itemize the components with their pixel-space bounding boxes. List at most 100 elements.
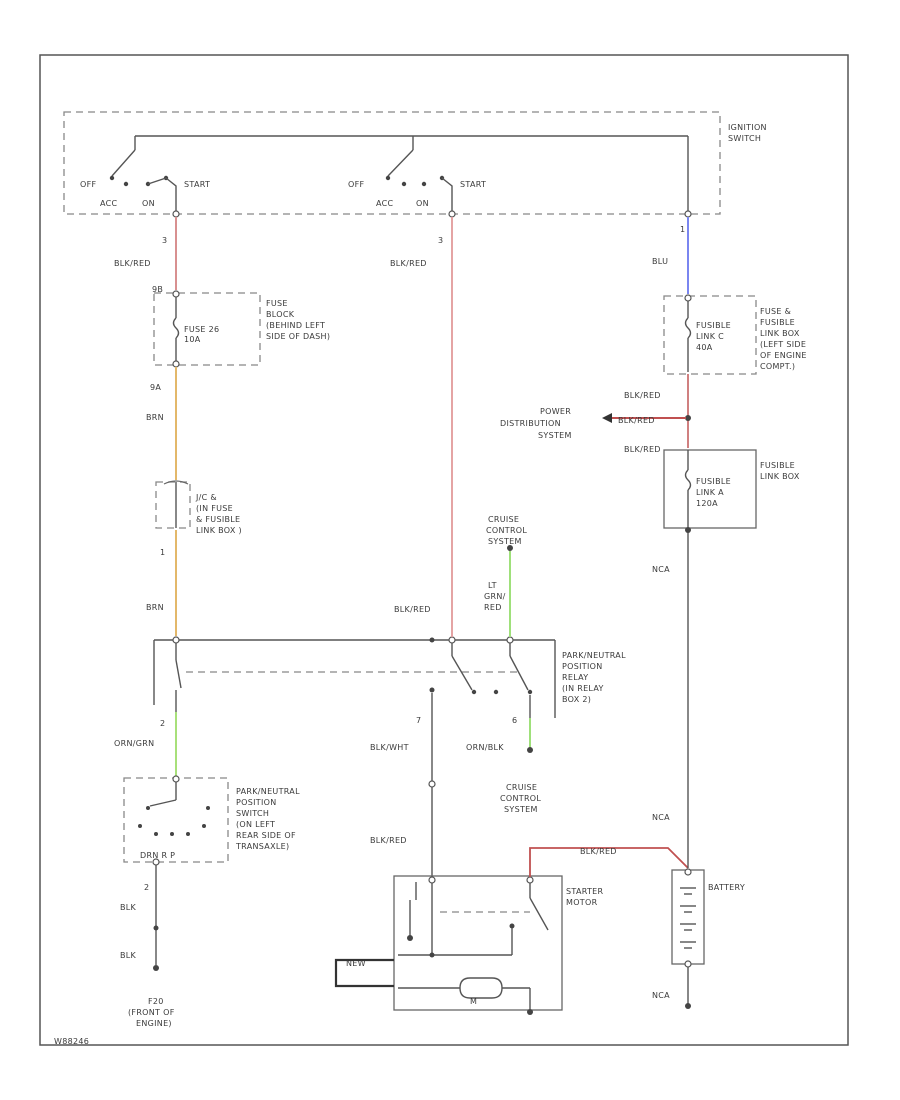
pin-right-top: 1 (680, 225, 685, 234)
ignition-title: IGNITION (728, 123, 767, 132)
wire-battery-blkred: BLK/RED (580, 847, 617, 856)
pin-left-top: 3 (162, 236, 167, 245)
center-branch: 3 BLK/RED BLK/RED BLK/WHT BLK/RED CRUISE… (370, 217, 541, 878)
flb1-l6: COMPT.) (760, 362, 795, 371)
ignition-subtitle: SWITCH (728, 134, 761, 143)
pns-pin: 2 (144, 883, 149, 892)
pns-l3: SWITCH (236, 809, 269, 818)
pns-positions: DRN R P (140, 851, 175, 860)
right-branch: 1 BLU FUSIBLE LINK C 40A FUSE & FUSIBLE … (500, 217, 807, 868)
wire-right-blkred-1: BLK/RED (624, 391, 661, 400)
wire-nca-1: NCA (652, 565, 670, 574)
cruise-bot-l3: SYSTEM (504, 805, 538, 814)
power-dist-l2: DISTRIBUTION (500, 419, 561, 428)
fl-a-l2: LINK A (696, 488, 724, 497)
power-dist-arrow (602, 413, 612, 423)
wire-center-blkred: BLK/RED (390, 259, 427, 268)
fuse-block-l2: BLOCK (266, 310, 295, 319)
relay-l2: POSITION (562, 662, 603, 671)
relay-pin-c: 6 (512, 716, 517, 725)
wire-blk-2: BLK (120, 951, 137, 960)
ign-on-label: ON (142, 199, 155, 208)
pns-l6: TRANSAXLE) (235, 842, 289, 851)
wire-nca-3: NCA (652, 991, 670, 1000)
pns-l5: REAR SIDE OF (236, 831, 296, 840)
ign2-on-label: ON (416, 199, 429, 208)
jc-pin: 1 (160, 548, 165, 557)
flb1-l1: FUSE & (760, 307, 791, 316)
motor-symbol-label: M (470, 997, 477, 1006)
park-neutral-relay: PARK/NEUTRAL POSITION RELAY (IN RELAY BO… (153, 636, 626, 728)
flb2-l1: FUSIBLE (760, 461, 795, 470)
pns-l4: (ON LEFT (236, 820, 275, 829)
wire-ltgrn-1: LT (488, 581, 497, 590)
ground-l3: ENGINE) (136, 1019, 172, 1028)
starter-l1: STARTER (566, 887, 604, 896)
fuse-block-pin-top: 9B (152, 285, 163, 294)
cruise-bot-l1: CRUISE (506, 783, 537, 792)
fuse-block-pin-bot: 9A (150, 383, 161, 392)
diagram-code: W88246 (54, 1037, 89, 1046)
ign-acc-label: ACC (100, 199, 118, 208)
wire-nca-2: NCA (652, 813, 670, 822)
ign2-acc-label: ACC (376, 199, 394, 208)
wire-ltgrn-2: GRN/ (484, 592, 506, 601)
fuse-block-l3: (BEHIND LEFT (266, 321, 325, 330)
fl-a-l3: 120A (696, 499, 718, 508)
relay-l4: (IN RELAY (562, 684, 604, 693)
wire-right-blkred-2: BLK/RED (624, 445, 661, 454)
cruise-bot-l2: CONTROL (500, 794, 541, 803)
ground-l1: F20 (148, 997, 164, 1006)
diagram-border (39, 54, 849, 1046)
relay-l5: BOX 2) (562, 695, 591, 704)
pin-center-top: 3 (438, 236, 443, 245)
battery-label: BATTERY (708, 883, 745, 892)
fl-c-l3: 40A (696, 343, 713, 352)
pns-l2: POSITION (236, 798, 277, 807)
wire-org-blk: ORN/BLK (466, 743, 504, 752)
relay-l3: RELAY (562, 673, 589, 682)
left-branch: 3 BLK/RED 9B FUSE 26 10A FUSE BLOCK (BEH… (114, 217, 330, 636)
wire-orn-grn: ORN/GRN (114, 739, 154, 748)
wire-blk-1: BLK (120, 903, 137, 912)
ign-off-label: OFF (80, 180, 96, 189)
power-dist-l3: SYSTEM (538, 431, 572, 440)
ign-start-label: START (184, 180, 210, 189)
wire-center-blkred-2: BLK/RED (394, 605, 431, 614)
jc-l2: (IN FUSE (196, 504, 233, 513)
park-neutral-switch: ORN/GRN DRN R P PARK/NEUTRAL POSITION SW… (114, 712, 300, 1028)
relay-pin-a: 2 (160, 719, 165, 728)
fuse-block-l4: SIDE OF DASH) (266, 332, 330, 341)
wire-ltgrn-3: RED (484, 603, 502, 612)
flb1-l2: FUSIBLE (760, 318, 795, 327)
flb1-l4: (LEFT SIDE (760, 340, 806, 349)
starter-motor: M NEW STARTER MOTOR BLK/RED (334, 847, 689, 1015)
fl-a-l1: FUSIBLE (696, 477, 731, 486)
wire-left-brn-1: BRN (146, 413, 164, 422)
battery: BATTERY NCA (652, 868, 745, 1009)
wire-left-brn-2: BRN (146, 603, 164, 612)
fuse26-label: FUSE 26 (184, 325, 219, 334)
flb1-l3: LINK BOX (760, 329, 800, 338)
ign2-off-label: OFF (348, 180, 364, 189)
jc-l1: J/C & (195, 493, 217, 502)
wire-blk-wht: BLK/WHT (370, 743, 409, 752)
ground-l2: (FRONT OF (128, 1008, 175, 1017)
ign2-start-label: START (460, 180, 486, 189)
fuse26-rating: 10A (184, 335, 201, 344)
ignition-switch: OFF ACC ON START OFF ACC ON START IGNITI… (63, 111, 767, 218)
pns-l1: PARK/NEUTRAL (236, 787, 300, 796)
wire-starter-blkred: BLK/RED (370, 836, 407, 845)
flb1-l5: OF ENGINE (760, 351, 807, 360)
fl-c-l2: LINK C (696, 332, 724, 341)
relay-pin-b: 7 (416, 716, 421, 725)
starter-terminal: NEW (346, 959, 366, 968)
jc-l4: LINK BOX ) (196, 526, 242, 535)
power-dist-l1: POWER (540, 407, 571, 416)
jc-l3: & FUSIBLE (196, 515, 240, 524)
wire-left-blkred: BLK/RED (114, 259, 151, 268)
starter-l2: MOTOR (566, 898, 598, 907)
wire-power-blkred: BLK/RED (618, 416, 655, 425)
